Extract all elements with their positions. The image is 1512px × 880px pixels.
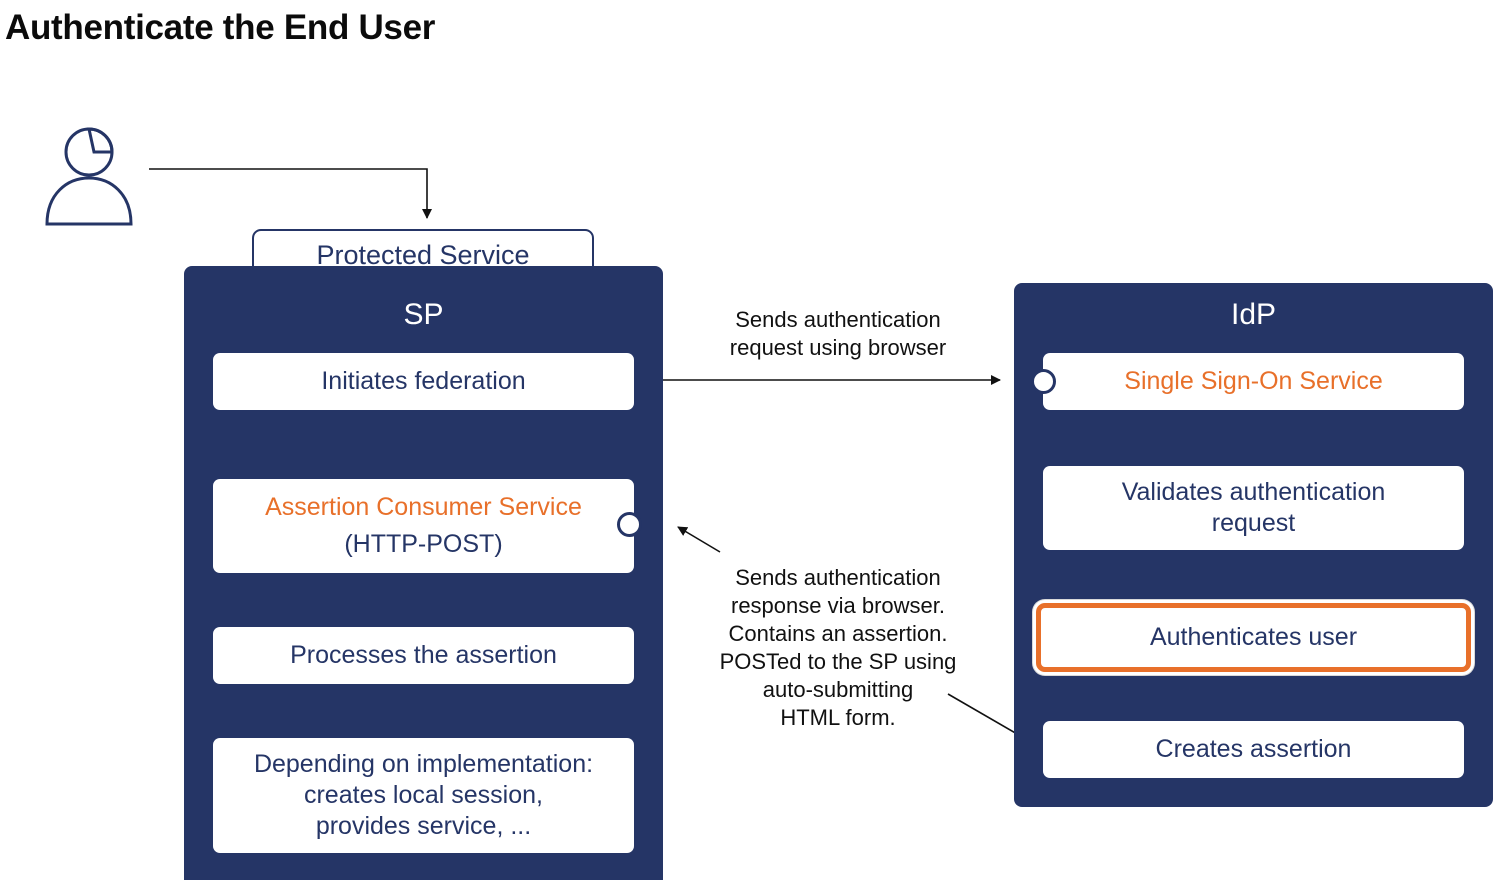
assertion-consumer-service-box: Assertion Consumer Service (HTTP-POST) xyxy=(213,479,634,573)
sso-endpoint-port xyxy=(1031,369,1056,394)
validates-line-2: request xyxy=(1211,509,1296,537)
processes-assertion-box: Processes the assertion xyxy=(213,627,634,684)
depending-line-1: Depending on implementation: xyxy=(253,750,594,778)
user-icon xyxy=(45,127,133,226)
response-annotation-line: Contains an assertion. xyxy=(728,621,948,646)
response-annotation-line: response via browser. xyxy=(731,593,945,618)
single-sign-on-service-box: Single Sign-On Service xyxy=(1043,353,1464,410)
processes-assertion-label: Processes the assertion xyxy=(290,641,557,669)
creates-assertion-box: Creates assertion xyxy=(1043,721,1464,778)
response-arrow xyxy=(677,526,721,553)
authenticates-user-label: Authenticates user xyxy=(1149,623,1358,651)
initiates-federation-box: Initiates federation xyxy=(213,353,634,410)
page-title: Authenticate the End User xyxy=(5,8,436,47)
request-annotation: Sends authentication request using brows… xyxy=(688,306,988,362)
sp-label: SP xyxy=(403,298,444,331)
idp-label: IdP xyxy=(1230,298,1277,331)
request-annotation-line-2: request using browser xyxy=(729,335,947,360)
acs-title: Assertion Consumer Service xyxy=(265,493,582,521)
user-to-service-arrow xyxy=(149,168,432,219)
response-annotation-line: HTML form. xyxy=(780,705,896,730)
response-annotation-line: auto-submitting xyxy=(762,677,914,702)
response-annotation-line: Sends authentication xyxy=(735,565,941,590)
acs-endpoint-port xyxy=(617,512,642,537)
depending-line-2: creates local session, xyxy=(303,781,543,809)
response-annotation: Sends authentication response via browse… xyxy=(688,564,988,732)
request-annotation-line-1: Sends authentication xyxy=(735,307,941,332)
acs-binding: (HTTP-POST) xyxy=(344,530,503,558)
depending-implementation-box: Depending on implementation: creates loc… xyxy=(213,738,634,853)
depending-line-3: provides service, ... xyxy=(315,812,532,840)
validates-request-box: Validates authentication request xyxy=(1043,466,1464,550)
authenticates-user-box: Authenticates user xyxy=(1036,603,1471,672)
sso-label: Single Sign-On Service xyxy=(1124,367,1383,395)
response-annotation-line: POSTed to the SP using xyxy=(719,649,957,674)
initiates-federation-label: Initiates federation xyxy=(321,367,526,395)
creates-assertion-label: Creates assertion xyxy=(1155,735,1352,763)
validates-line-1: Validates authentication xyxy=(1121,478,1386,506)
